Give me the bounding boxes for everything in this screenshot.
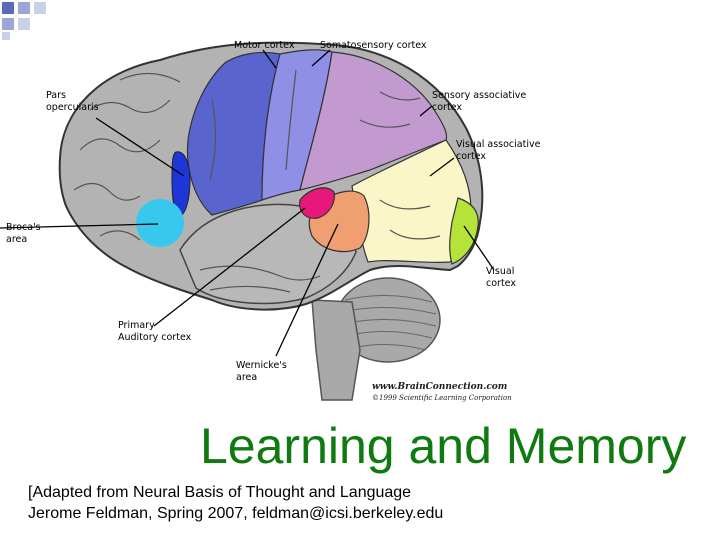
label-primary-auditory-cortex: Primary Auditory cortex [118,320,191,344]
label-sensory-associative-cortex: Sensory associative cortex [432,90,526,114]
credit-site: www.BrainConnection.com [372,382,507,392]
label-wernickes-area: Wernicke's area [236,360,287,384]
label-motor-cortex: Motor cortex [234,40,294,52]
brocas-area-region [136,199,184,247]
label-somatosensory-cortex: Somatosensory cortex [320,40,427,52]
label-visual-associative-cortex: Visual associative cortex [456,139,540,163]
slide-title: Learning and Memory [200,418,686,474]
label-pars-opercularis: Pars opercularis [46,90,99,114]
brain-diagram [0,0,720,410]
slide-subtitle: [Adapted from Neural Basis of Thought an… [28,482,443,524]
label-brocas-area: Broca's area [6,222,41,246]
credit-copyright: ©1999 Scientific Learning Corporation [372,394,512,402]
brain-stem [312,300,360,400]
label-visual-cortex: Visual cortex [486,266,516,290]
